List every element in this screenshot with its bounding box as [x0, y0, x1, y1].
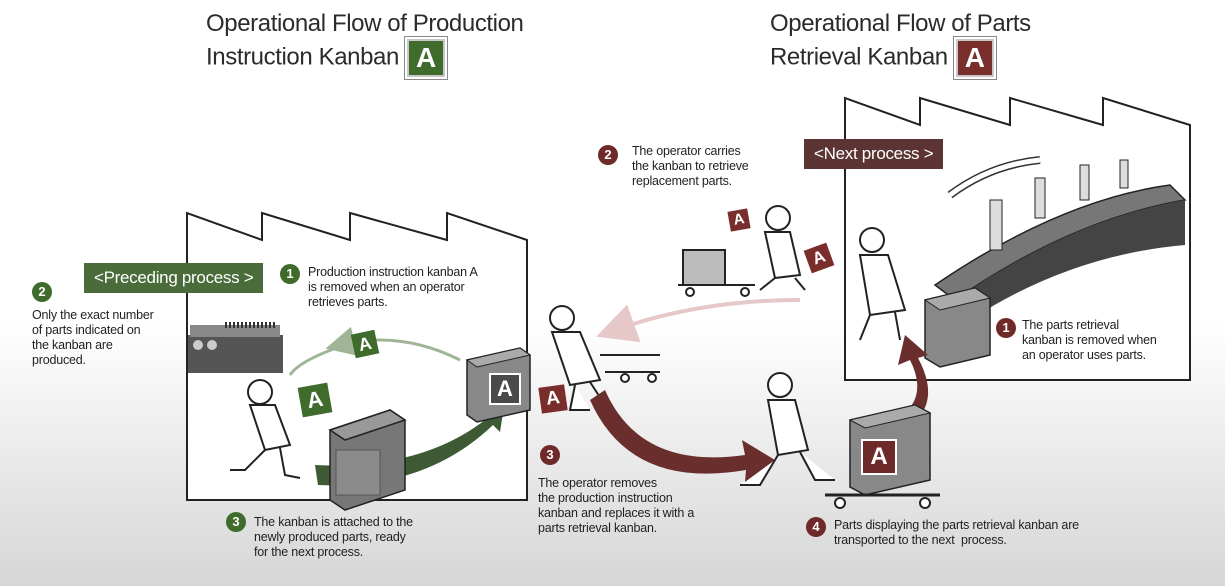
kanban-card-green-operator: A: [297, 382, 333, 418]
production-kanban-badge: A: [406, 39, 445, 77]
conveyor-icon: [933, 156, 1187, 320]
left-step-1-note: Production instruction kanban A is remov…: [308, 265, 478, 309]
kanban-card-maroon-cart: A: [870, 443, 888, 470]
left-step-2-note: Only the exact number of parts indicated…: [32, 308, 154, 367]
kanban-carry-arrow: [596, 298, 801, 343]
operator-figure-next-process: [858, 227, 907, 341]
center-step-3-note: The operator removes the production inst…: [538, 476, 695, 535]
left-step-3-note: The kanban is attached to the newly prod…: [254, 515, 413, 559]
left-step-2-number: 2: [32, 282, 52, 302]
kanban-card-green-box: A: [497, 376, 513, 401]
left-title-line1: Operational Flow of Production: [206, 10, 524, 37]
left-title: Operational Flow of Production Instructi…: [206, 8, 524, 77]
operator-figure-cart: [678, 205, 806, 297]
right-step-4-note: Parts displaying the parts retrieval kan…: [834, 518, 1079, 547]
kanban-parts-box-cart: [825, 404, 940, 509]
right-title-line1: Operational Flow of Parts: [770, 10, 1031, 37]
next-process-label: <Next process >: [804, 139, 944, 169]
center-step-3-number: 3: [540, 445, 560, 465]
right-step-2-number: 2: [598, 145, 618, 165]
parts-box-next-process: [923, 287, 992, 368]
operator-figure-transport: [740, 372, 835, 486]
kanban-card-maroon-carried: A: [727, 208, 751, 232]
right-title: Operational Flow of Parts Retrieval Kanb…: [770, 8, 1031, 77]
new-parts-box: [328, 409, 407, 511]
right-step-1-number: 1: [996, 318, 1016, 338]
operator-figure-left: [230, 379, 301, 479]
kanban-card-green-floating: A: [350, 329, 380, 359]
retrieval-kanban-badge: A: [955, 39, 994, 77]
transport-arrow: [590, 390, 775, 482]
kanban-card-maroon-center: A: [538, 384, 568, 414]
production-machine-icon: [188, 322, 283, 373]
right-step-4-number: 4: [806, 517, 826, 537]
operator-figure-center: [549, 305, 660, 411]
left-step-1-number: 1: [280, 264, 300, 284]
preceding-process-label: <Preceding process >: [84, 263, 264, 293]
right-step-2-note: The operator carries the kanban to retri…: [632, 144, 749, 188]
kanban-parts-box-left: [465, 347, 532, 423]
left-step-3-number: 3: [226, 512, 246, 532]
right-step-1-note: The parts retrieval kanban is removed wh…: [1022, 318, 1157, 362]
